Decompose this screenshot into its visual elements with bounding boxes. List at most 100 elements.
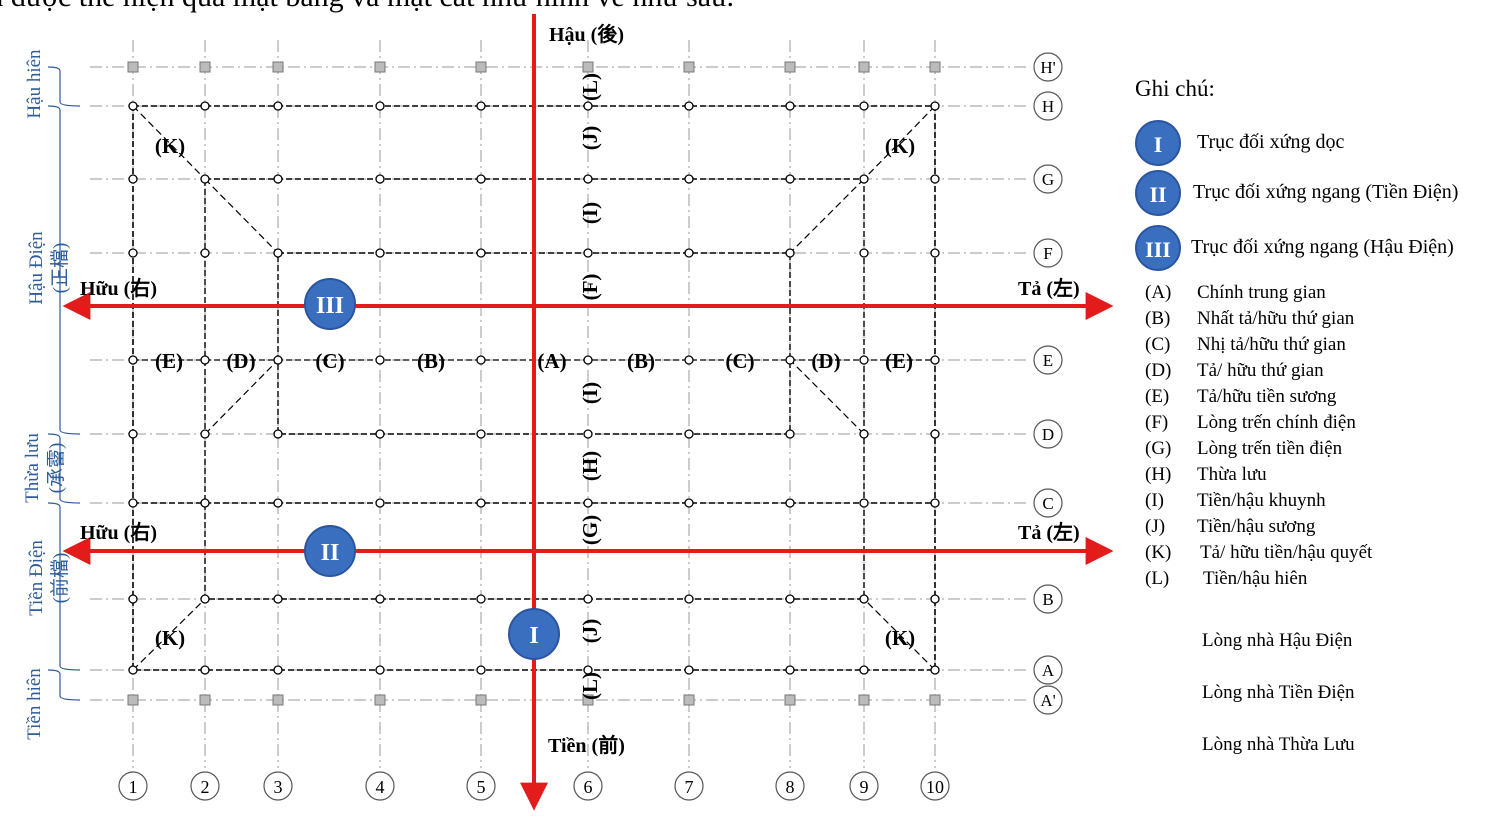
column-node xyxy=(859,101,869,111)
bay-label: (B) xyxy=(417,349,445,373)
column-bubble xyxy=(118,771,148,801)
column-node xyxy=(859,594,869,604)
zone-label: Thừa lưu xyxy=(22,433,43,503)
column-bubble xyxy=(466,771,496,801)
vertical-label: (G) xyxy=(578,515,602,545)
axis-label-right-front: Tả (左) xyxy=(1018,520,1080,544)
column-node xyxy=(375,429,385,439)
hip-line xyxy=(863,105,936,180)
column-node xyxy=(583,101,593,111)
column-node xyxy=(375,594,385,604)
row-bubble xyxy=(1033,345,1063,375)
column-base-square xyxy=(929,694,941,706)
column-node xyxy=(684,594,694,604)
zone-bracket xyxy=(47,433,81,504)
column-node xyxy=(684,174,694,184)
column-node xyxy=(128,248,138,258)
column-node xyxy=(859,429,869,439)
column-base-square xyxy=(374,694,386,706)
column-node xyxy=(375,174,385,184)
column-node xyxy=(785,498,795,508)
column-node xyxy=(476,429,486,439)
column-base-square xyxy=(858,694,870,706)
column-bubble-label: 6 xyxy=(584,777,593,797)
zone-bracket xyxy=(47,502,81,671)
zone-bracket xyxy=(47,66,81,107)
corner-label: (K) xyxy=(885,626,915,650)
column-node xyxy=(273,665,283,675)
legend-symbol-back-label: Trục đối xứng ngang (Hậu Điện) xyxy=(1191,236,1454,258)
column-node xyxy=(583,594,593,604)
column-node xyxy=(684,498,694,508)
column-base-square xyxy=(475,694,487,706)
vertical-label: (L) xyxy=(578,73,602,101)
row-bubble xyxy=(1033,52,1063,82)
column-node xyxy=(930,101,940,111)
row-bubble-label: C xyxy=(1042,494,1053,513)
legend-symbol-long-mark: I xyxy=(1135,120,1181,166)
column-node xyxy=(785,594,795,604)
row-bubble-label: H xyxy=(1042,97,1054,116)
zone-bracket xyxy=(47,105,81,435)
column-bubble xyxy=(920,771,950,801)
column-node xyxy=(684,665,694,675)
column-node xyxy=(583,665,593,675)
column-node xyxy=(583,498,593,508)
legend-shade-thua-luu: Lòng nhà Thừa Lưu xyxy=(1202,734,1355,755)
column-node xyxy=(273,248,283,258)
row-bubble xyxy=(1033,164,1063,194)
column-base-square xyxy=(858,61,870,73)
row-bubble xyxy=(1033,488,1063,518)
column-node xyxy=(273,429,283,439)
row-bubble xyxy=(1033,584,1063,614)
column-node xyxy=(476,594,486,604)
hip-line xyxy=(204,359,279,435)
column-node xyxy=(583,174,593,184)
corner-labels: (K)(K)(K)(K) xyxy=(155,134,915,650)
corner-label: (K) xyxy=(155,626,185,650)
column-node xyxy=(684,248,694,258)
row-bubble-label: G xyxy=(1042,170,1054,189)
column-base-square xyxy=(929,61,941,73)
column-node xyxy=(273,594,283,604)
column-node xyxy=(128,355,138,365)
corner-label: (K) xyxy=(155,134,185,158)
vertical-label: (H) xyxy=(578,451,602,481)
hip-line xyxy=(132,598,206,671)
column-node xyxy=(200,594,210,604)
column-base-square xyxy=(784,694,796,706)
column-bubble-label: 10 xyxy=(926,777,944,797)
row-bubble xyxy=(1033,419,1063,449)
column-node xyxy=(200,101,210,111)
column-node xyxy=(583,355,593,365)
row-bubble-label: A' xyxy=(1040,691,1055,710)
legend-symbol-back: III Trục đối xứng ngang (Hậu Điện) xyxy=(1135,225,1500,275)
hip-line xyxy=(789,178,865,254)
column-node xyxy=(375,355,385,365)
column-node xyxy=(128,594,138,604)
bay-label-center: (A) xyxy=(537,349,566,373)
zone-label: Hậu hiên xyxy=(24,49,45,119)
header-cut-text: a được thể hiện qua mặt bằng và mặt cắt … xyxy=(0,0,734,13)
column-node xyxy=(859,498,869,508)
axis-label-right-back: Tả (左) xyxy=(1018,276,1080,300)
row-bubble-label: B xyxy=(1042,590,1053,609)
column-node xyxy=(375,248,385,258)
column-node xyxy=(128,101,138,111)
column-bubble xyxy=(365,771,395,801)
column-node xyxy=(684,355,694,365)
bay-label: (B) xyxy=(627,349,655,373)
axis-label-bottom: Tiền (前) xyxy=(548,733,625,757)
column-node xyxy=(128,174,138,184)
column-node xyxy=(476,174,486,184)
column-node xyxy=(583,248,593,258)
column-node xyxy=(785,429,795,439)
column-node xyxy=(375,665,385,675)
axis-label-left-front: Hữu (右) xyxy=(80,520,157,544)
row-bubble-label: D xyxy=(1042,425,1054,444)
column-base-square xyxy=(272,694,284,706)
row-bubble xyxy=(1033,91,1063,121)
symmetry-marker-front: II xyxy=(304,525,356,577)
